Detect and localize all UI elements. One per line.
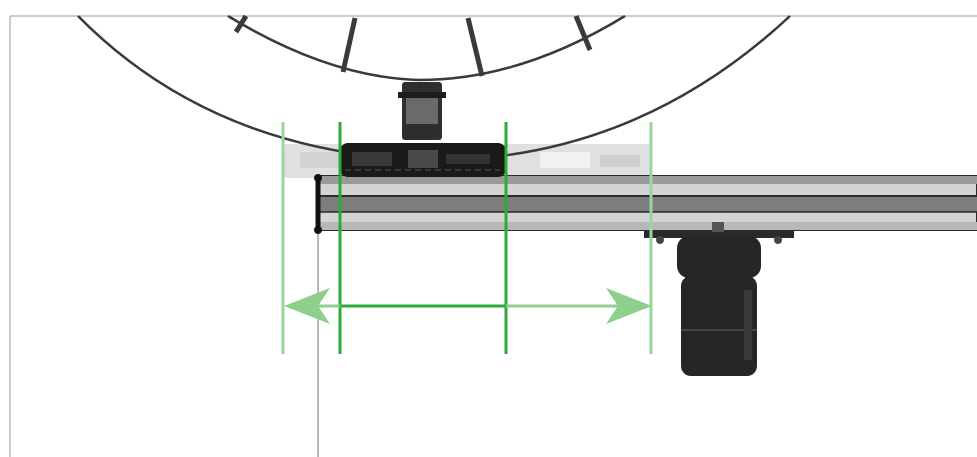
motor-bracket (644, 230, 794, 238)
end-stop-icon (314, 174, 322, 234)
wheel-spoke-2 (340, 17, 358, 73)
rail-icon (317, 175, 977, 231)
rail-groove (318, 196, 977, 212)
motor-cap (677, 236, 761, 278)
arrow-left-icon (284, 288, 330, 324)
wheel-spoke-4 (573, 15, 593, 51)
carriage-icon (340, 143, 506, 177)
wheel-spoke-3 (465, 17, 485, 77)
wheel-spoke-1 (233, 14, 249, 34)
travel-arrow (284, 288, 652, 324)
arrow-right-icon (606, 288, 652, 324)
rail-top-strip (318, 176, 977, 184)
rail-bottom-strip (318, 222, 977, 230)
motor-icon (644, 222, 794, 376)
motor-body (681, 276, 757, 376)
travel-guides (281, 122, 653, 354)
hub-icon (398, 82, 446, 140)
motor-shaft (712, 222, 724, 232)
wheel-inner-rim (227, 14, 626, 82)
